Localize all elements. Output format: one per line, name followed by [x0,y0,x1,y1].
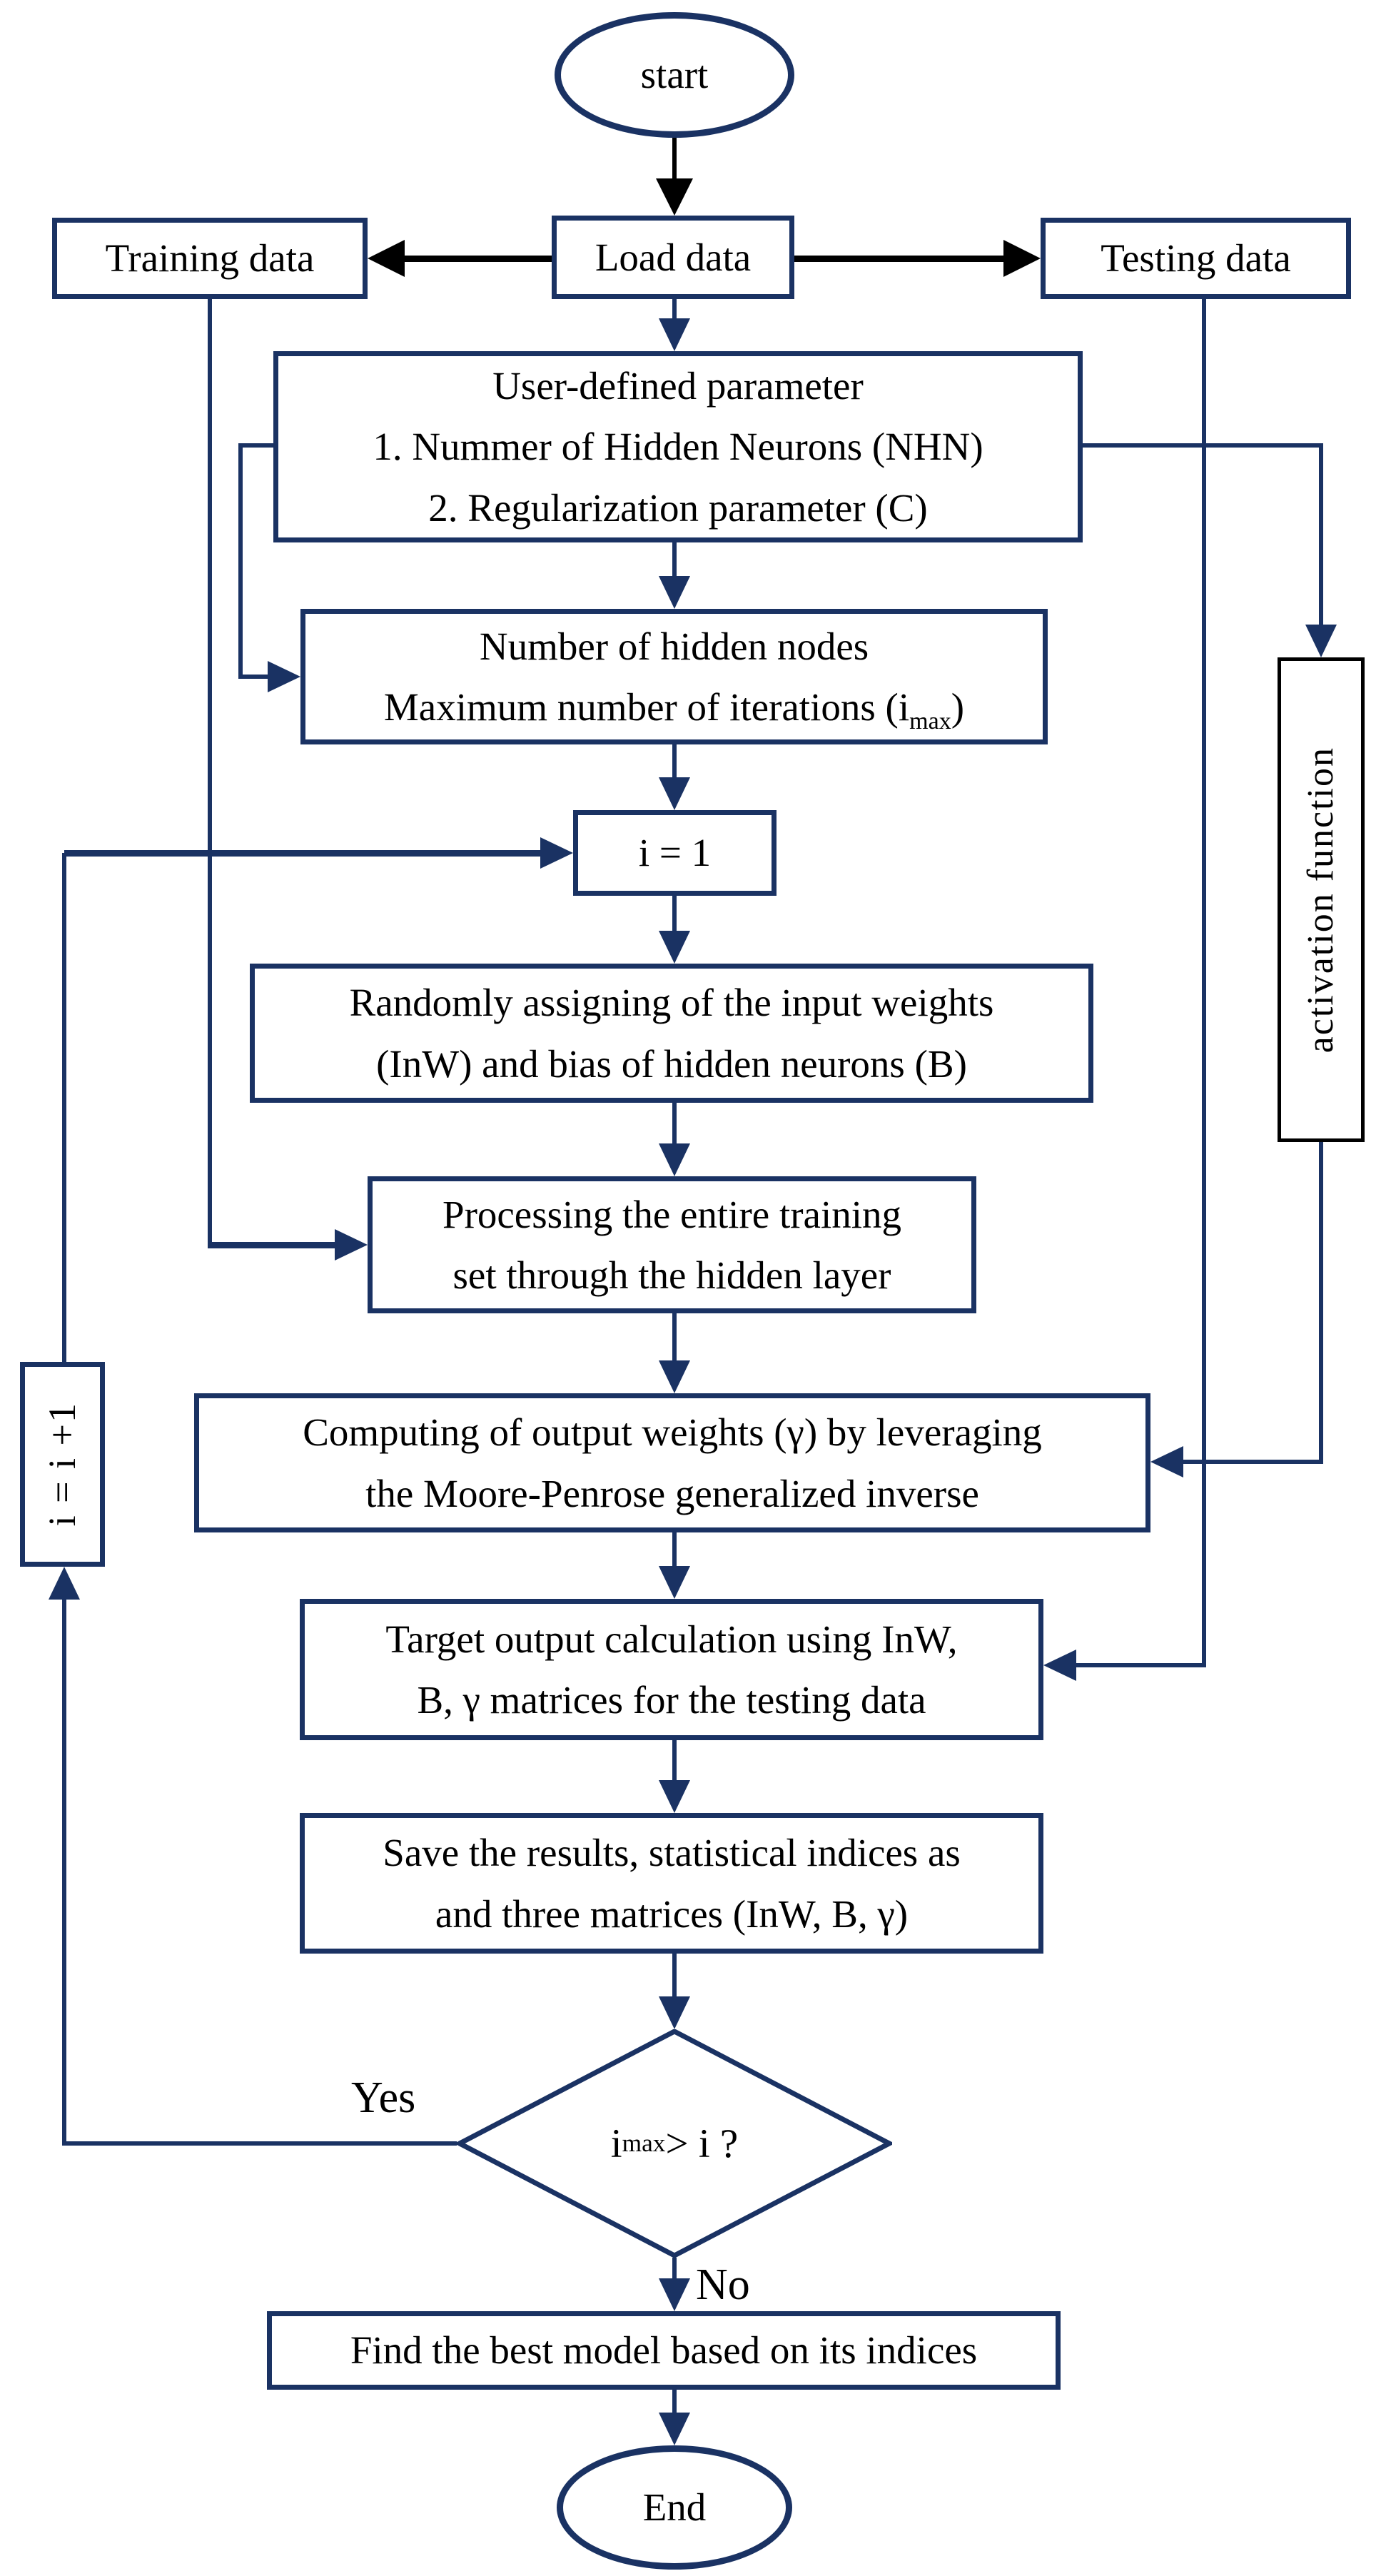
edge-start-load-arrowhead [656,178,693,216]
node-end: End [557,2445,792,2570]
edge-activation-computing-hline [1182,1460,1321,1464]
edge-training-processing-arrowhead [335,1229,368,1261]
node-find-best: Find the best model based on its indices [267,2311,1061,2390]
edge-testing-vline [1202,299,1206,1667]
edge-computing-target-arrowhead [659,1566,690,1599]
node-init-i: i = 1 [573,810,777,896]
edge-testing-target-hline [1075,1663,1206,1667]
node-computing: Computing of output weights (γ) by lever… [194,1393,1150,1532]
node-save-results: Save the results, statistical indices as… [300,1813,1043,1954]
edge-userparams-hiddennodes-arrowhead [659,576,690,609]
edge-hiddennodes-init-arrowhead [659,777,690,810]
node-increment-i-label: i = i +1 [40,1402,84,1527]
edge-userparams-activation-vline [1319,443,1323,626]
imax-subscript: max [909,708,951,734]
node-hidden-nodes: Number of hidden nodes Maximum number of… [300,609,1048,744]
node-processing-line2: set through the hidden layer [452,1253,891,1297]
node-training-data-label: Training data [105,236,315,281]
node-computing-line2: the Moore-Penrose generalized inverse [365,1471,979,1515]
edge-activation-out-vline [1319,1142,1323,1464]
edge-hiddennodes-init-line [672,744,677,779]
decision-diamond-shape [457,2029,892,2258]
node-target-output: Target output calculation using InW, B, … [300,1599,1043,1740]
node-testing-data-label: Testing data [1101,236,1291,281]
edge-processing-computing-arrowhead [659,1360,690,1393]
node-start: start [555,12,794,138]
node-start-label: start [640,53,709,97]
node-init-i-label: i = 1 [638,831,712,875]
edge-testing-target-arrowhead [1043,1650,1076,1681]
node-find-best-label: Find the best model based on its indices [350,2328,978,2373]
edge-training-vline [208,299,212,1248]
edge-decision-find-line [672,2258,677,2280]
node-user-params-line3: 2. Regularization parameter (C) [428,485,928,530]
node-user-params-line1: User-defined parameter [492,364,864,408]
edge-save-decision-arrowhead [659,1996,690,2029]
node-end-label: End [642,2485,707,2530]
edge-load-training-arrowhead [368,240,405,277]
edge-target-save-arrowhead [659,1780,690,1813]
node-activation-function: activation function [1278,657,1365,1142]
edge-target-save-line [672,1740,677,1782]
node-training-data: Training data [52,218,368,299]
edge-random-processing-arrowhead [659,1143,690,1176]
node-save-results-line1: Save the results, statistical indices as [383,1831,961,1875]
edge-load-testing-arrowhead [1003,240,1041,277]
node-random-weights-line2: (InW) and bias of hidden neurons (B) [376,1041,967,1086]
edge-userparams-hiddennodes-line [672,542,677,577]
label-no: No [696,2261,750,2309]
edge-userparams-left-vline [238,443,243,679]
edge-loop-init-arrowhead [540,837,573,869]
node-random-weights-line1: Randomly assigning of the input weights [349,981,994,1025]
edge-load-userparams-line [672,299,677,321]
edge-find-end-line [672,2390,677,2414]
node-target-output-line1: Target output calculation using InW, [385,1617,958,1661]
edge-decision-find-arrowhead [659,2278,690,2311]
edge-computing-target-line [672,1532,677,1567]
edge-userparams-left-hline [241,675,269,679]
node-computing-line1: Computing of output weights (γ) by lever… [303,1410,1042,1455]
edge-loop-increment-arrowhead [49,1567,80,1600]
node-save-results-line2: and three matrices (InW, B, γ) [435,1891,909,1936]
edge-load-testing-line [794,256,1003,262]
node-testing-data: Testing data [1041,218,1351,299]
node-processing-line1: Processing the entire training [442,1192,902,1236]
edge-decision-loop-hline [64,2141,457,2146]
edge-init-random-arrowhead [659,931,690,964]
edge-find-end-arrowhead [659,2413,690,2445]
node-activation-function-label: activation function [1300,746,1341,1054]
node-load-data: Load data [552,216,794,299]
edge-random-processing-line [672,1103,677,1145]
node-load-data-label: Load data [595,235,752,279]
node-user-params-line2: 1. Nummer of Hidden Neurons (NHN) [373,425,983,469]
edge-loop-init-hline [64,850,542,857]
node-random-weights: Randomly assigning of the input weights … [250,964,1093,1103]
node-user-params: User-defined parameter 1. Nummer of Hidd… [273,351,1083,542]
edge-processing-computing-line [672,1313,677,1362]
edge-save-decision-line [672,1954,677,1998]
decision-diamond [457,2029,892,2258]
edge-init-random-line [672,896,677,932]
node-hidden-nodes-line1: Number of hidden nodes [479,624,869,668]
edge-loop-vline-lower [62,1600,66,2146]
edge-userparams-left-stub [241,443,273,448]
node-processing: Processing the entire training set throu… [368,1176,976,1313]
node-target-output-line2: B, γ matrices for the testing data [417,1678,926,1722]
node-increment-i: i = i +1 [20,1362,105,1567]
node-hidden-nodes-line2: Maximum number of iterations (imax) [383,685,965,734]
edge-activation-in-arrowhead [1305,625,1337,657]
label-yes: Yes [351,2074,416,2122]
edge-start-load-line [672,138,677,182]
edge-loop-vline-upper [62,853,66,1362]
edge-userparams-hiddennodes-left-arrowhead [268,661,300,692]
edge-activation-computing-arrowhead [1150,1446,1183,1478]
edge-load-training-line [405,256,552,262]
edge-load-userparams-arrowhead [659,318,690,351]
edge-training-processing-hline [208,1242,336,1248]
